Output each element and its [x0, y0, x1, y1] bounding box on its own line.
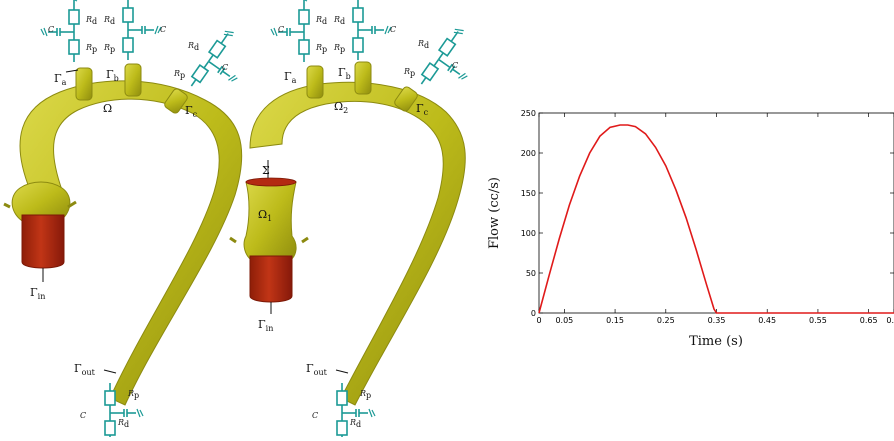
left-c-a-label: C	[48, 25, 54, 34]
right-gamma-a-label: Γa	[284, 70, 297, 85]
left-c-out-label: C	[80, 411, 86, 420]
right-domain1-label: Ω1	[258, 208, 272, 223]
right-aorta-diagram: Ω2 Ω1 Σ Γa Γb Γc Γin Γout C Rd Rp C Rd R…	[229, 0, 489, 441]
right-branch-a	[306, 65, 324, 99]
y-tick-label: 250	[521, 109, 536, 118]
left-branch-b	[124, 63, 142, 97]
flow-chart: 0 0.05 0.15 0.25 0.35 0.45 0.55 0.65 0. 0 50 100 150…	[487, 109, 894, 349]
right-gamma-c-label: Γc	[416, 102, 429, 117]
left-windkessel-a	[40, 0, 80, 63]
y-tick-label: 0	[531, 309, 536, 318]
right-branch-b	[354, 61, 372, 95]
left-rd-out-label: Rd	[117, 418, 129, 429]
right-c-b-label: C	[390, 25, 396, 34]
left-c-c-label: C	[222, 63, 228, 72]
y-tick-label: 150	[521, 189, 536, 198]
right-interface-label: Σ	[262, 164, 270, 177]
x-tick-label: 0.55	[809, 316, 827, 325]
left-rp-a-label: Rp	[85, 43, 97, 54]
y-axis-label: Flow (cc/s)	[487, 177, 502, 249]
right-inlet-cylinder	[249, 255, 293, 303]
left-aortic-arch	[19, 80, 243, 406]
left-aorta-diagram: Ω Γa Γb Γc Γin Γout C Rd Rp C Rd Rp C Rd…	[3, 0, 259, 441]
left-rd-c-label: Rd	[187, 41, 199, 52]
x-tick-label: 0.35	[708, 316, 726, 325]
right-arch-omega2	[249, 81, 466, 406]
right-rp-b-label: Rp	[333, 43, 345, 54]
right-c-c-label: C	[452, 61, 458, 70]
plot-frame	[538, 112, 894, 314]
right-rd-a-label: Rd	[315, 15, 327, 26]
right-rd-c-label: Rd	[417, 39, 429, 50]
left-rp-out-label: Rp	[127, 389, 139, 400]
right-domain2-label: Ω2	[334, 100, 348, 115]
left-rd-a-label: Rd	[85, 15, 97, 26]
left-gamma-c-label: Γc	[185, 104, 198, 119]
x-tick-label: 0.05	[555, 316, 573, 325]
right-c-a-label: C	[278, 25, 284, 34]
right-gamma-out-label: Γout	[306, 362, 328, 377]
left-gamma-b-label: Γb	[106, 68, 119, 83]
right-branch-c	[394, 86, 418, 112]
left-gamma-in-label: Γin	[30, 286, 45, 301]
left-branch-c	[164, 88, 188, 114]
flow-series-line	[538, 124, 894, 314]
x-tick-label: 0.15	[606, 316, 624, 325]
left-rp-c-label: Rp	[173, 69, 185, 80]
x-tick-label: 0.65	[860, 316, 878, 325]
right-rp-a-label: Rp	[315, 43, 327, 54]
x-tick-label: 0	[536, 316, 541, 325]
y-tick-label: 100	[521, 229, 536, 238]
right-gamma-b-label: Γb	[338, 66, 351, 81]
right-rp-c-label: Rp	[403, 67, 415, 78]
right-rp-out-label: Rp	[359, 389, 371, 400]
left-domain-label: Ω	[103, 102, 112, 115]
x-tick-label: 0.45	[758, 316, 776, 325]
right-c-out-label: C	[312, 411, 318, 420]
right-gamma-in-label: Γin	[258, 318, 273, 333]
left-gamma-a-label: Γa	[54, 72, 67, 87]
right-windkessel-a	[270, 0, 310, 63]
right-rd-b-label: Rd	[333, 15, 345, 26]
right-rd-out-label: Rd	[349, 418, 361, 429]
x-tick-label: 0.25	[657, 316, 675, 325]
x-tick-label: 0.	[886, 316, 894, 325]
left-c-b-label: C	[160, 25, 166, 34]
left-rd-b-label: Rd	[103, 15, 115, 26]
right-interface-sigma	[245, 177, 297, 187]
y-tick-label: 50	[526, 269, 536, 278]
left-rp-b-label: Rp	[103, 43, 115, 54]
x-axis-label: Time (s)	[689, 334, 743, 349]
left-windkessel-b	[122, 0, 162, 61]
right-windkessel-b	[352, 0, 392, 61]
left-inlet-cylinder	[21, 214, 65, 269]
left-branch-a	[75, 67, 93, 101]
left-gamma-out-label: Γout	[74, 362, 96, 377]
y-tick-label: 200	[521, 149, 536, 158]
